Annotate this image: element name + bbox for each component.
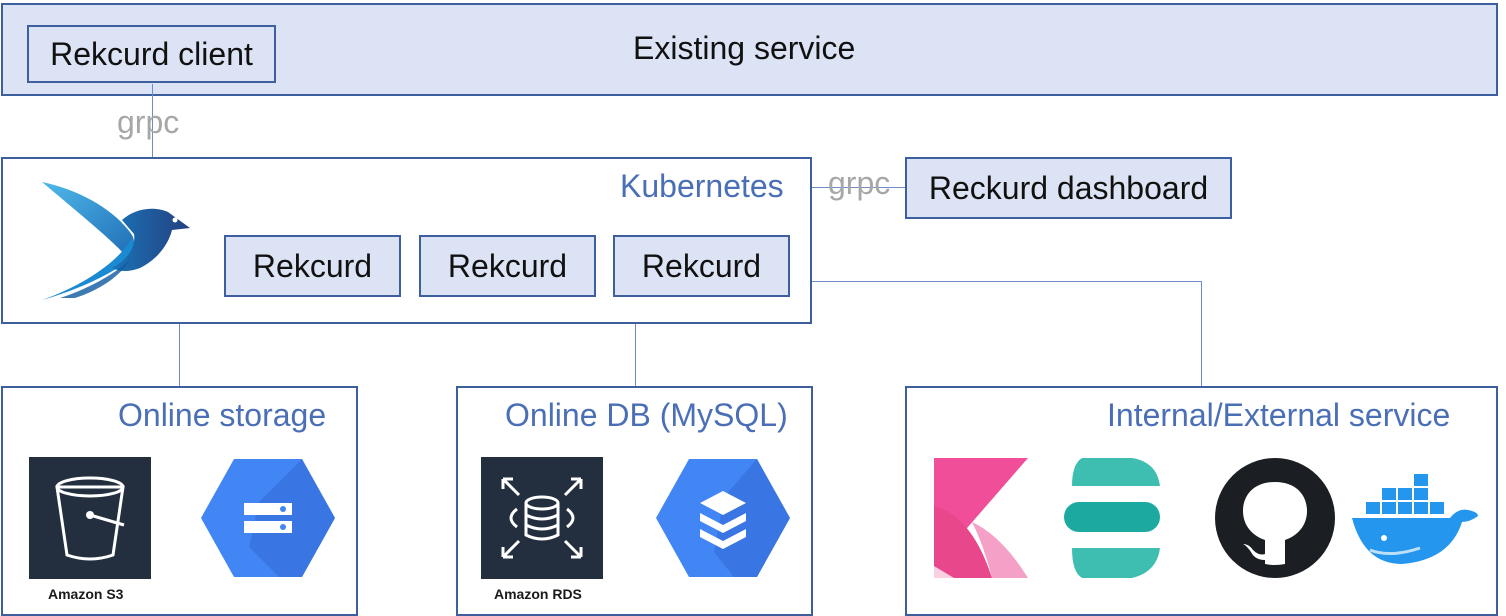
online-db-title: Online DB (MySQL) [505,397,788,433]
service-connector-horizontal [812,281,1202,282]
amazon-s3-caption: Amazon S3 [48,586,124,602]
elasticsearch-icon [1064,458,1160,578]
reckurd-dashboard-box[interactable]: Reckurd dashboard [905,157,1232,219]
rekcurd-pod-label: Rekcurd [252,247,373,284]
db-connector-line [635,324,636,386]
amazon-rds-icon [481,457,603,579]
dashboard-connector-line [812,187,905,188]
rekcurd-pod-label: Rekcurd [447,247,568,284]
reckurd-dashboard-label: Reckurd dashboard [928,169,1209,206]
existing-service-title: Existing service [633,30,856,66]
grpc-dashboard-label: grpc [828,165,891,201]
kubeflow-bird-icon [42,182,190,300]
online-storage-title: Online storage [118,397,327,433]
service-connector-vertical [1201,281,1202,386]
rekcurd-client-label: Rekcurd client [50,35,253,72]
rekcurd-pod-1[interactable]: Rekcurd [224,235,401,297]
rekcurd-client-box[interactable]: Rekcurd client [27,25,276,83]
grpc-client-label: grpc [117,104,180,140]
rekcurd-pod-3[interactable]: Rekcurd [613,235,790,297]
google-cloud-sql-icon [656,459,790,577]
amazon-s3-icon [29,457,151,579]
rekcurd-pod-2[interactable]: Rekcurd [419,235,596,297]
kibana-icon [934,458,1028,578]
github-icon [1215,458,1335,578]
docker-icon [1352,474,1478,564]
external-service-title: Internal/External service [1107,397,1451,433]
client-connector-line [152,84,153,158]
rekcurd-pod-label: Rekcurd [641,247,762,284]
storage-connector-line [179,324,180,386]
kubernetes-title: Kubernetes [620,168,784,204]
google-cloud-storage-icon [201,459,335,577]
amazon-rds-caption: Amazon RDS [494,586,582,602]
